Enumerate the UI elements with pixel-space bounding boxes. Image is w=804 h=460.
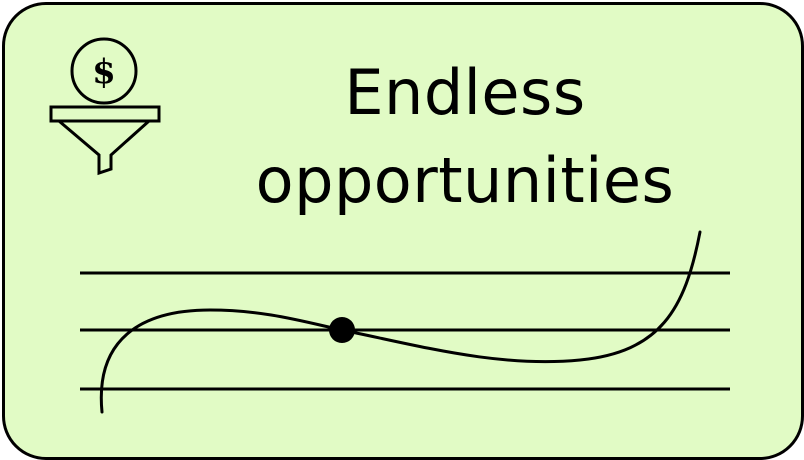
- card-title: Endless opportunities: [215, 49, 715, 225]
- highlight-point: [329, 317, 355, 343]
- money-funnel-icon: $: [49, 37, 165, 177]
- dollar-sign: $: [92, 52, 116, 92]
- wave-curve: [99, 230, 702, 414]
- title-line-1: Endless: [344, 56, 586, 129]
- title-line-2: opportunities: [255, 144, 675, 217]
